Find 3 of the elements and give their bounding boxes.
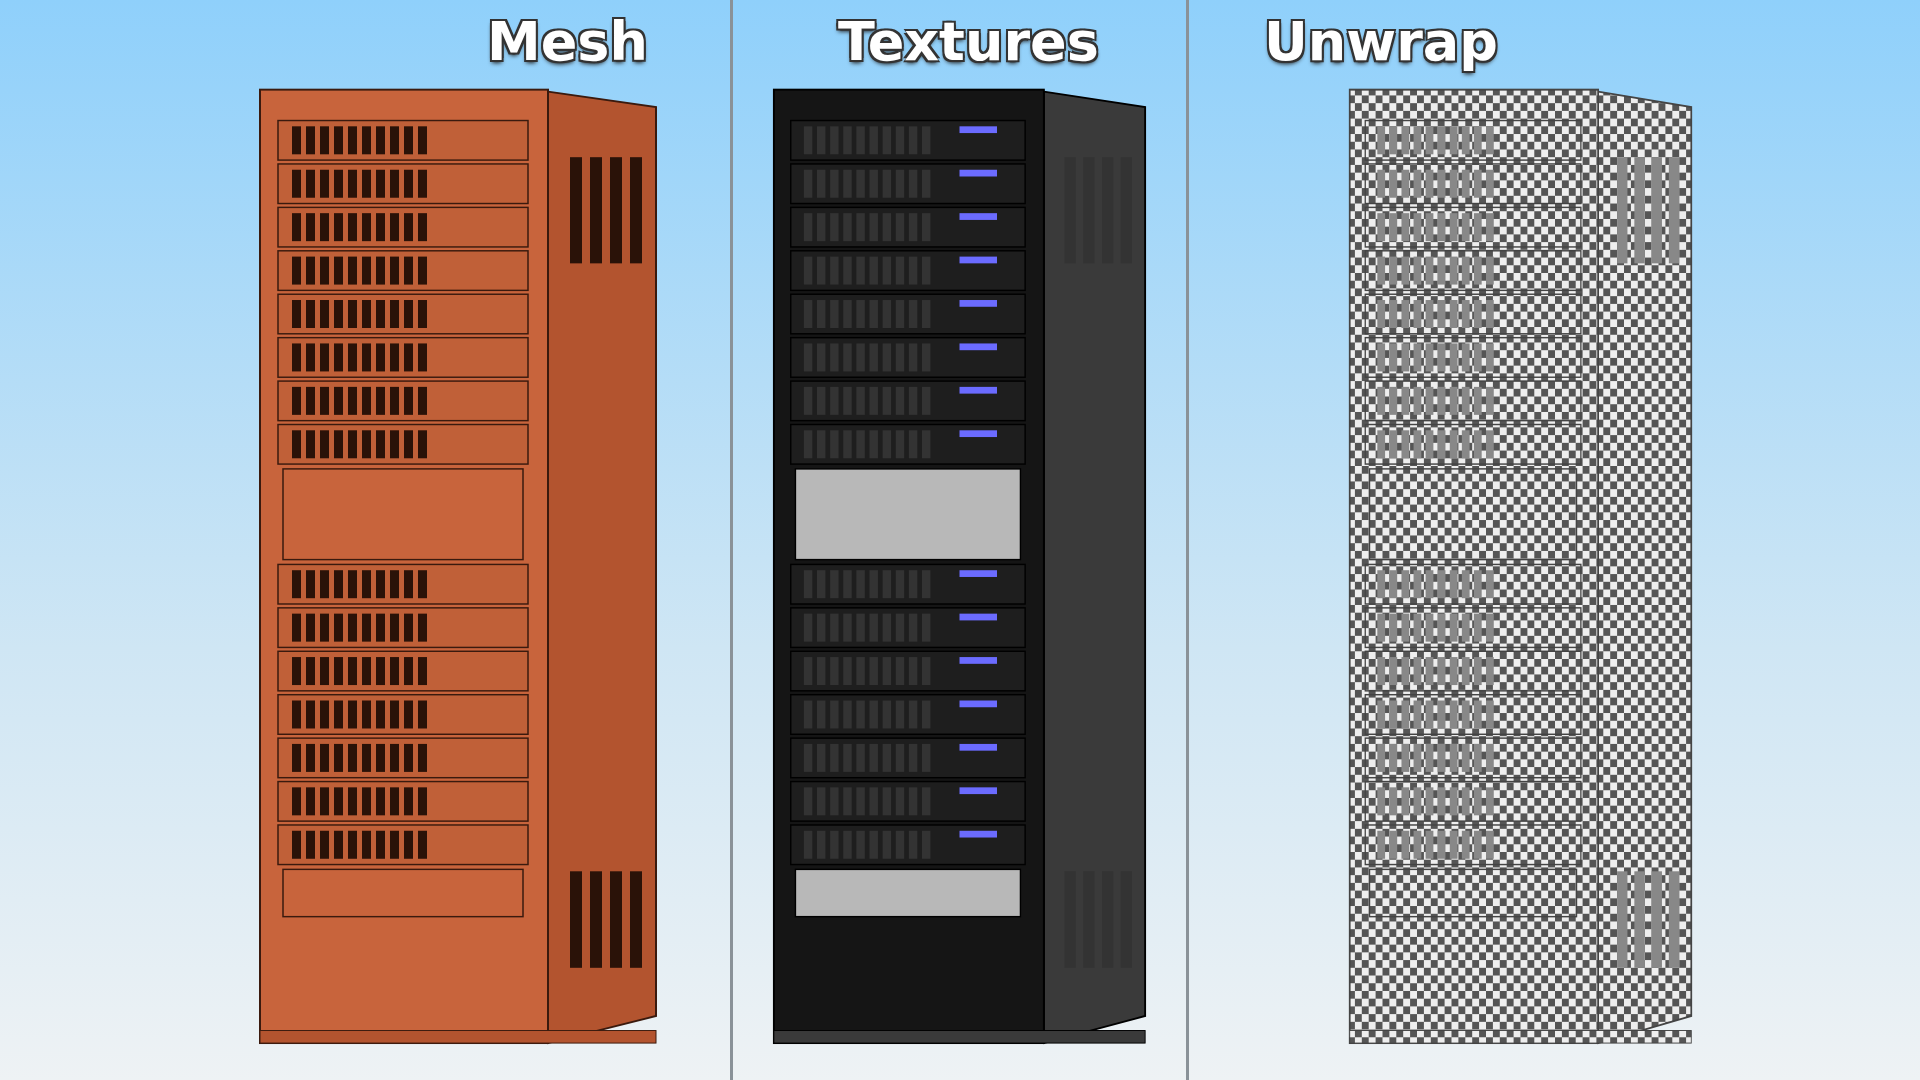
panel-title: Textures [838, 10, 1099, 73]
panel-title: Unwrap [1264, 10, 1498, 73]
panel-title: Mesh [487, 10, 648, 73]
